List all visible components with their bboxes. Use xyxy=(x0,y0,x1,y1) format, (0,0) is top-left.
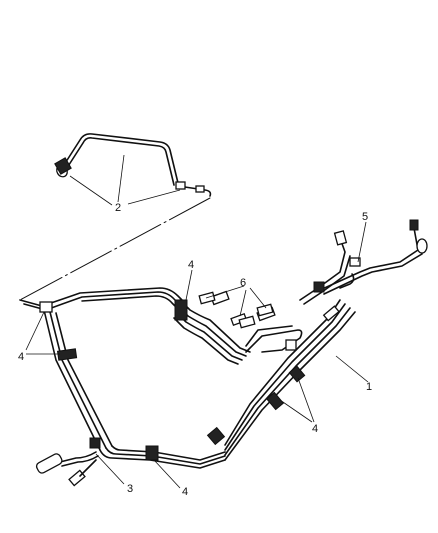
brake-line-fittings xyxy=(198,291,274,329)
callout-4-bottom: 4 xyxy=(182,486,188,498)
chassis-brake-lines xyxy=(19,287,226,469)
callout-5: 5 xyxy=(362,211,368,223)
callout-6: 6 xyxy=(240,277,246,289)
callout-4-top: 4 xyxy=(188,259,194,271)
callout-3: 3 xyxy=(127,483,133,495)
upper-right-lines xyxy=(299,219,428,305)
leader-lines xyxy=(25,154,369,489)
center-brake-bundle xyxy=(173,290,303,365)
main-right-lines xyxy=(206,299,356,461)
callout-4-right: 4 xyxy=(312,423,318,435)
rear-brake-line xyxy=(54,133,212,197)
flex-hose-connector xyxy=(35,437,101,487)
callout-1: 1 xyxy=(366,381,372,393)
callout-2: 2 xyxy=(115,202,121,214)
callout-4-left: 4 xyxy=(18,351,24,363)
